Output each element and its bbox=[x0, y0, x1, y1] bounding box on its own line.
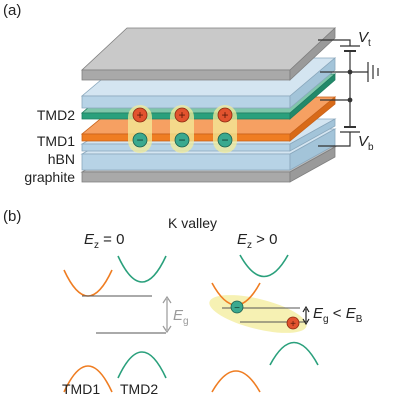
electron-symbol: − bbox=[221, 133, 228, 147]
gate-circuit bbox=[318, 39, 379, 147]
reduced-gap-arrow-head-down bbox=[302, 318, 310, 326]
junction-dot bbox=[347, 97, 353, 103]
interlayer-excitons: + + + − − − bbox=[128, 105, 237, 153]
panel-b-label: (b) bbox=[3, 208, 22, 225]
tmd1-conduction-band bbox=[63, 269, 113, 297]
layer-label-tmd1: TMD1 bbox=[36, 133, 75, 149]
layer-label-tmd2: TMD2 bbox=[36, 107, 75, 123]
electron-charge bbox=[230, 300, 244, 314]
exciton-glow bbox=[209, 295, 307, 333]
panel-a-label: (a) bbox=[3, 2, 22, 19]
electron-symbol: − bbox=[234, 303, 240, 314]
hole-charge bbox=[286, 316, 300, 330]
band-diagram-zero-field bbox=[63, 255, 172, 393]
graphite-top-layer bbox=[80, 27, 337, 81]
electron-symbol: − bbox=[178, 133, 185, 147]
tmd2-valence-band-shifted bbox=[269, 341, 319, 366]
hole-charge bbox=[132, 107, 148, 123]
electron-charge bbox=[217, 132, 233, 148]
vb-label: Vb bbox=[358, 133, 374, 153]
electron-charge bbox=[132, 132, 148, 148]
hole-charge bbox=[217, 107, 233, 123]
layer-label-graphite: graphite bbox=[24, 169, 75, 185]
tmd2-conduction-band-shifted bbox=[239, 254, 289, 278]
field-zero-label: Ez = 0 bbox=[84, 231, 125, 251]
band-diagram-positive-field: − + bbox=[209, 254, 319, 393]
hole-symbol: + bbox=[290, 319, 296, 330]
vt-label: Vt bbox=[358, 29, 371, 49]
gap-label: Eg bbox=[173, 307, 189, 327]
gap-inequality-label: Eg < EB bbox=[313, 305, 363, 325]
tmd1-valence-band bbox=[63, 365, 113, 393]
hole-symbol: + bbox=[136, 108, 143, 122]
layer-label-hbn: hBN bbox=[47, 151, 75, 167]
field-positive-label: Ez > 0 bbox=[237, 231, 278, 251]
electron-charge bbox=[174, 132, 190, 148]
gap-arrow-head-up bbox=[162, 295, 172, 304]
electron-symbol: − bbox=[136, 133, 143, 147]
material-label-tmd2: TMD2 bbox=[120, 381, 159, 397]
material-label-tmd1: TMD1 bbox=[62, 381, 101, 397]
hole-symbol: + bbox=[178, 108, 185, 122]
wire-bottom bbox=[318, 132, 351, 147]
tmd2-conduction-band bbox=[117, 255, 167, 283]
reduced-gap-arrow-head-up bbox=[302, 305, 310, 313]
hole-charge bbox=[174, 107, 190, 123]
wire-top bbox=[318, 39, 351, 46]
valley-label: K valley bbox=[168, 215, 218, 231]
hole-symbol: + bbox=[221, 108, 228, 122]
gap-arrow-head-down bbox=[162, 325, 172, 334]
tmd2-valence-band bbox=[117, 351, 167, 379]
tmd1-valence-band-shifted bbox=[211, 370, 261, 393]
